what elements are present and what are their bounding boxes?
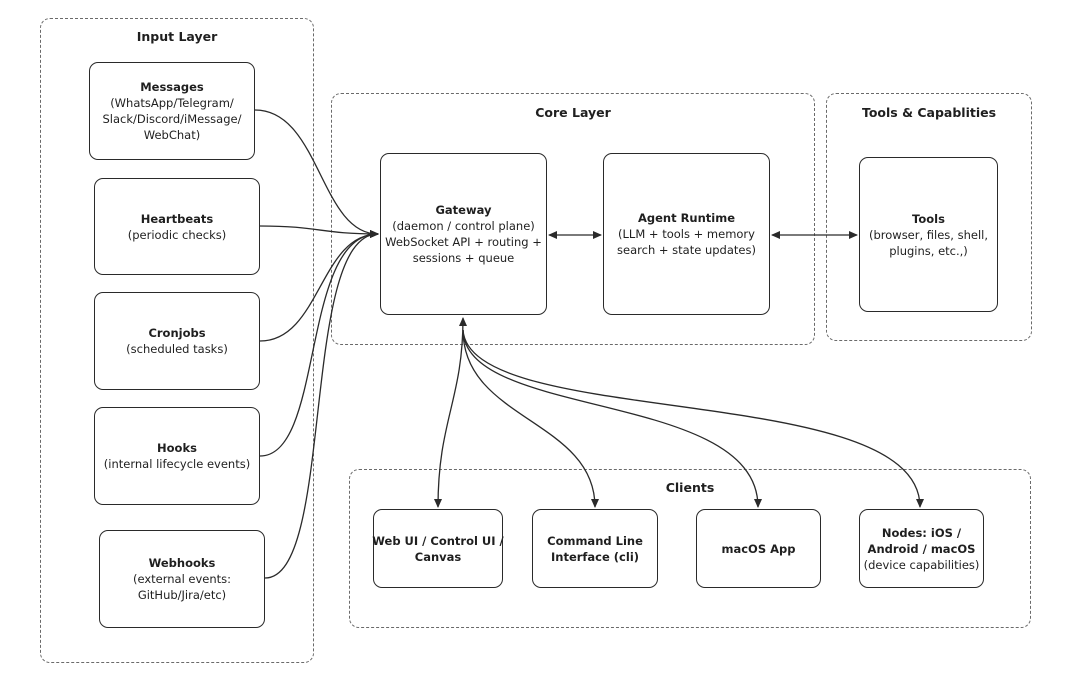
agent-runtime-desc: (LLM + tools + memory search + state upd… <box>617 226 756 258</box>
web-ui-title-line: Canvas <box>414 549 462 564</box>
tools-layer-group: Tools & Capablities <box>826 93 1032 341</box>
agent-runtime-title: Agent Runtime <box>637 211 736 225</box>
hooks-node: Hooks (internal lifecycle events) <box>94 407 260 505</box>
webhooks-desc: (external events: GitHub/Jira/etc) <box>133 571 231 603</box>
cronjobs-desc: (scheduled tasks) <box>126 341 228 357</box>
cronjobs-node: Cronjobs (scheduled tasks) <box>94 292 260 390</box>
heartbeats-node: Heartbeats (periodic checks) <box>94 178 260 275</box>
macos-app-node: macOS App <box>696 509 821 588</box>
cli-node: Command Line Interface (cli) <box>532 509 658 588</box>
nodes-title-line: Nodes: iOS / <box>881 525 962 540</box>
messages-desc-line: (WhatsApp/Telegram/ <box>110 96 234 110</box>
hooks-title: Hooks <box>157 441 197 455</box>
agent-runtime-desc-line: (LLM + tools + memory <box>618 227 755 241</box>
tools-desc-line: plugins, etc.,) <box>889 243 968 258</box>
web-ui-title-line: Web UI / Control UI / <box>372 533 504 548</box>
input-layer-title: Input Layer <box>136 29 218 44</box>
gateway-desc-line: (daemon / control plane) <box>392 219 535 233</box>
messages-title: Messages <box>140 80 204 94</box>
cli-title-line: Command Line <box>547 533 643 548</box>
nodes-title-line: Android / macOS <box>867 541 976 556</box>
web-ui-title: Web UI / Control UI / Canvas <box>372 533 504 565</box>
web-ui-node: Web UI / Control UI / Canvas <box>372 509 504 588</box>
hooks-desc-line: (internal lifecycle events) <box>103 457 251 471</box>
agent-runtime-node: Agent Runtime (LLM + tools + memory sear… <box>603 153 770 315</box>
webhooks-title: Webhooks <box>148 556 216 570</box>
webhooks-desc-line: GitHub/Jira/etc) <box>137 588 227 602</box>
cronjobs-title: Cronjobs <box>148 326 206 340</box>
nodes-node: Nodes: iOS / Android / macOS (device cap… <box>859 509 984 588</box>
gateway-desc: (daemon / control plane) WebSocket API +… <box>385 218 542 266</box>
gateway-title: Gateway <box>435 203 492 217</box>
clients-title: Clients <box>665 480 715 495</box>
nodes-desc: (device capabilities) <box>864 557 980 573</box>
heartbeats-desc-line: (periodic checks) <box>127 227 227 242</box>
tools-desc-line: (browser, files, shell, <box>868 227 989 242</box>
cli-title: Command Line Interface (cli) <box>547 533 643 565</box>
heartbeats-title: Heartbeats <box>140 211 214 226</box>
webhooks-node: Webhooks (external events: GitHub/Jira/e… <box>99 530 265 628</box>
gateway-desc-line: WebSocket API + routing + <box>385 235 542 249</box>
hooks-desc: (internal lifecycle events) <box>104 456 250 472</box>
tools-desc: (browser, files, shell, plugins, etc.,) <box>869 227 988 259</box>
messages-node: Messages (WhatsApp/Telegram/ Slack/Disco… <box>89 62 255 160</box>
tools-layer-title: Tools & Capablities <box>861 105 997 120</box>
gateway-node: Gateway (daemon / control plane) WebSock… <box>380 153 547 315</box>
gateway-desc-line: sessions + queue <box>412 251 515 265</box>
core-layer-title: Core Layer <box>535 105 611 120</box>
cronjobs-desc-line: (scheduled tasks) <box>126 342 228 356</box>
macos-app-title-line: macOS App <box>721 541 796 556</box>
macos-app-title: macOS App <box>722 541 796 557</box>
messages-desc-line: Slack/Discord/iMessage/ <box>102 112 242 126</box>
messages-desc: (WhatsApp/Telegram/ Slack/Discord/iMessa… <box>103 95 242 143</box>
nodes-title: Nodes: iOS / Android / macOS <box>868 525 976 557</box>
messages-desc-line: WebChat) <box>143 128 201 142</box>
webhooks-desc-line: (external events: <box>132 572 232 586</box>
tools-title: Tools <box>912 211 945 226</box>
cli-title-line: Interface (cli) <box>550 549 640 564</box>
nodes-desc-line: (device capabilities) <box>863 557 980 572</box>
tools-node: Tools (browser, files, shell, plugins, e… <box>859 157 998 312</box>
heartbeats-desc: (periodic checks) <box>128 227 226 243</box>
agent-runtime-desc-line: search + state updates) <box>617 243 756 257</box>
